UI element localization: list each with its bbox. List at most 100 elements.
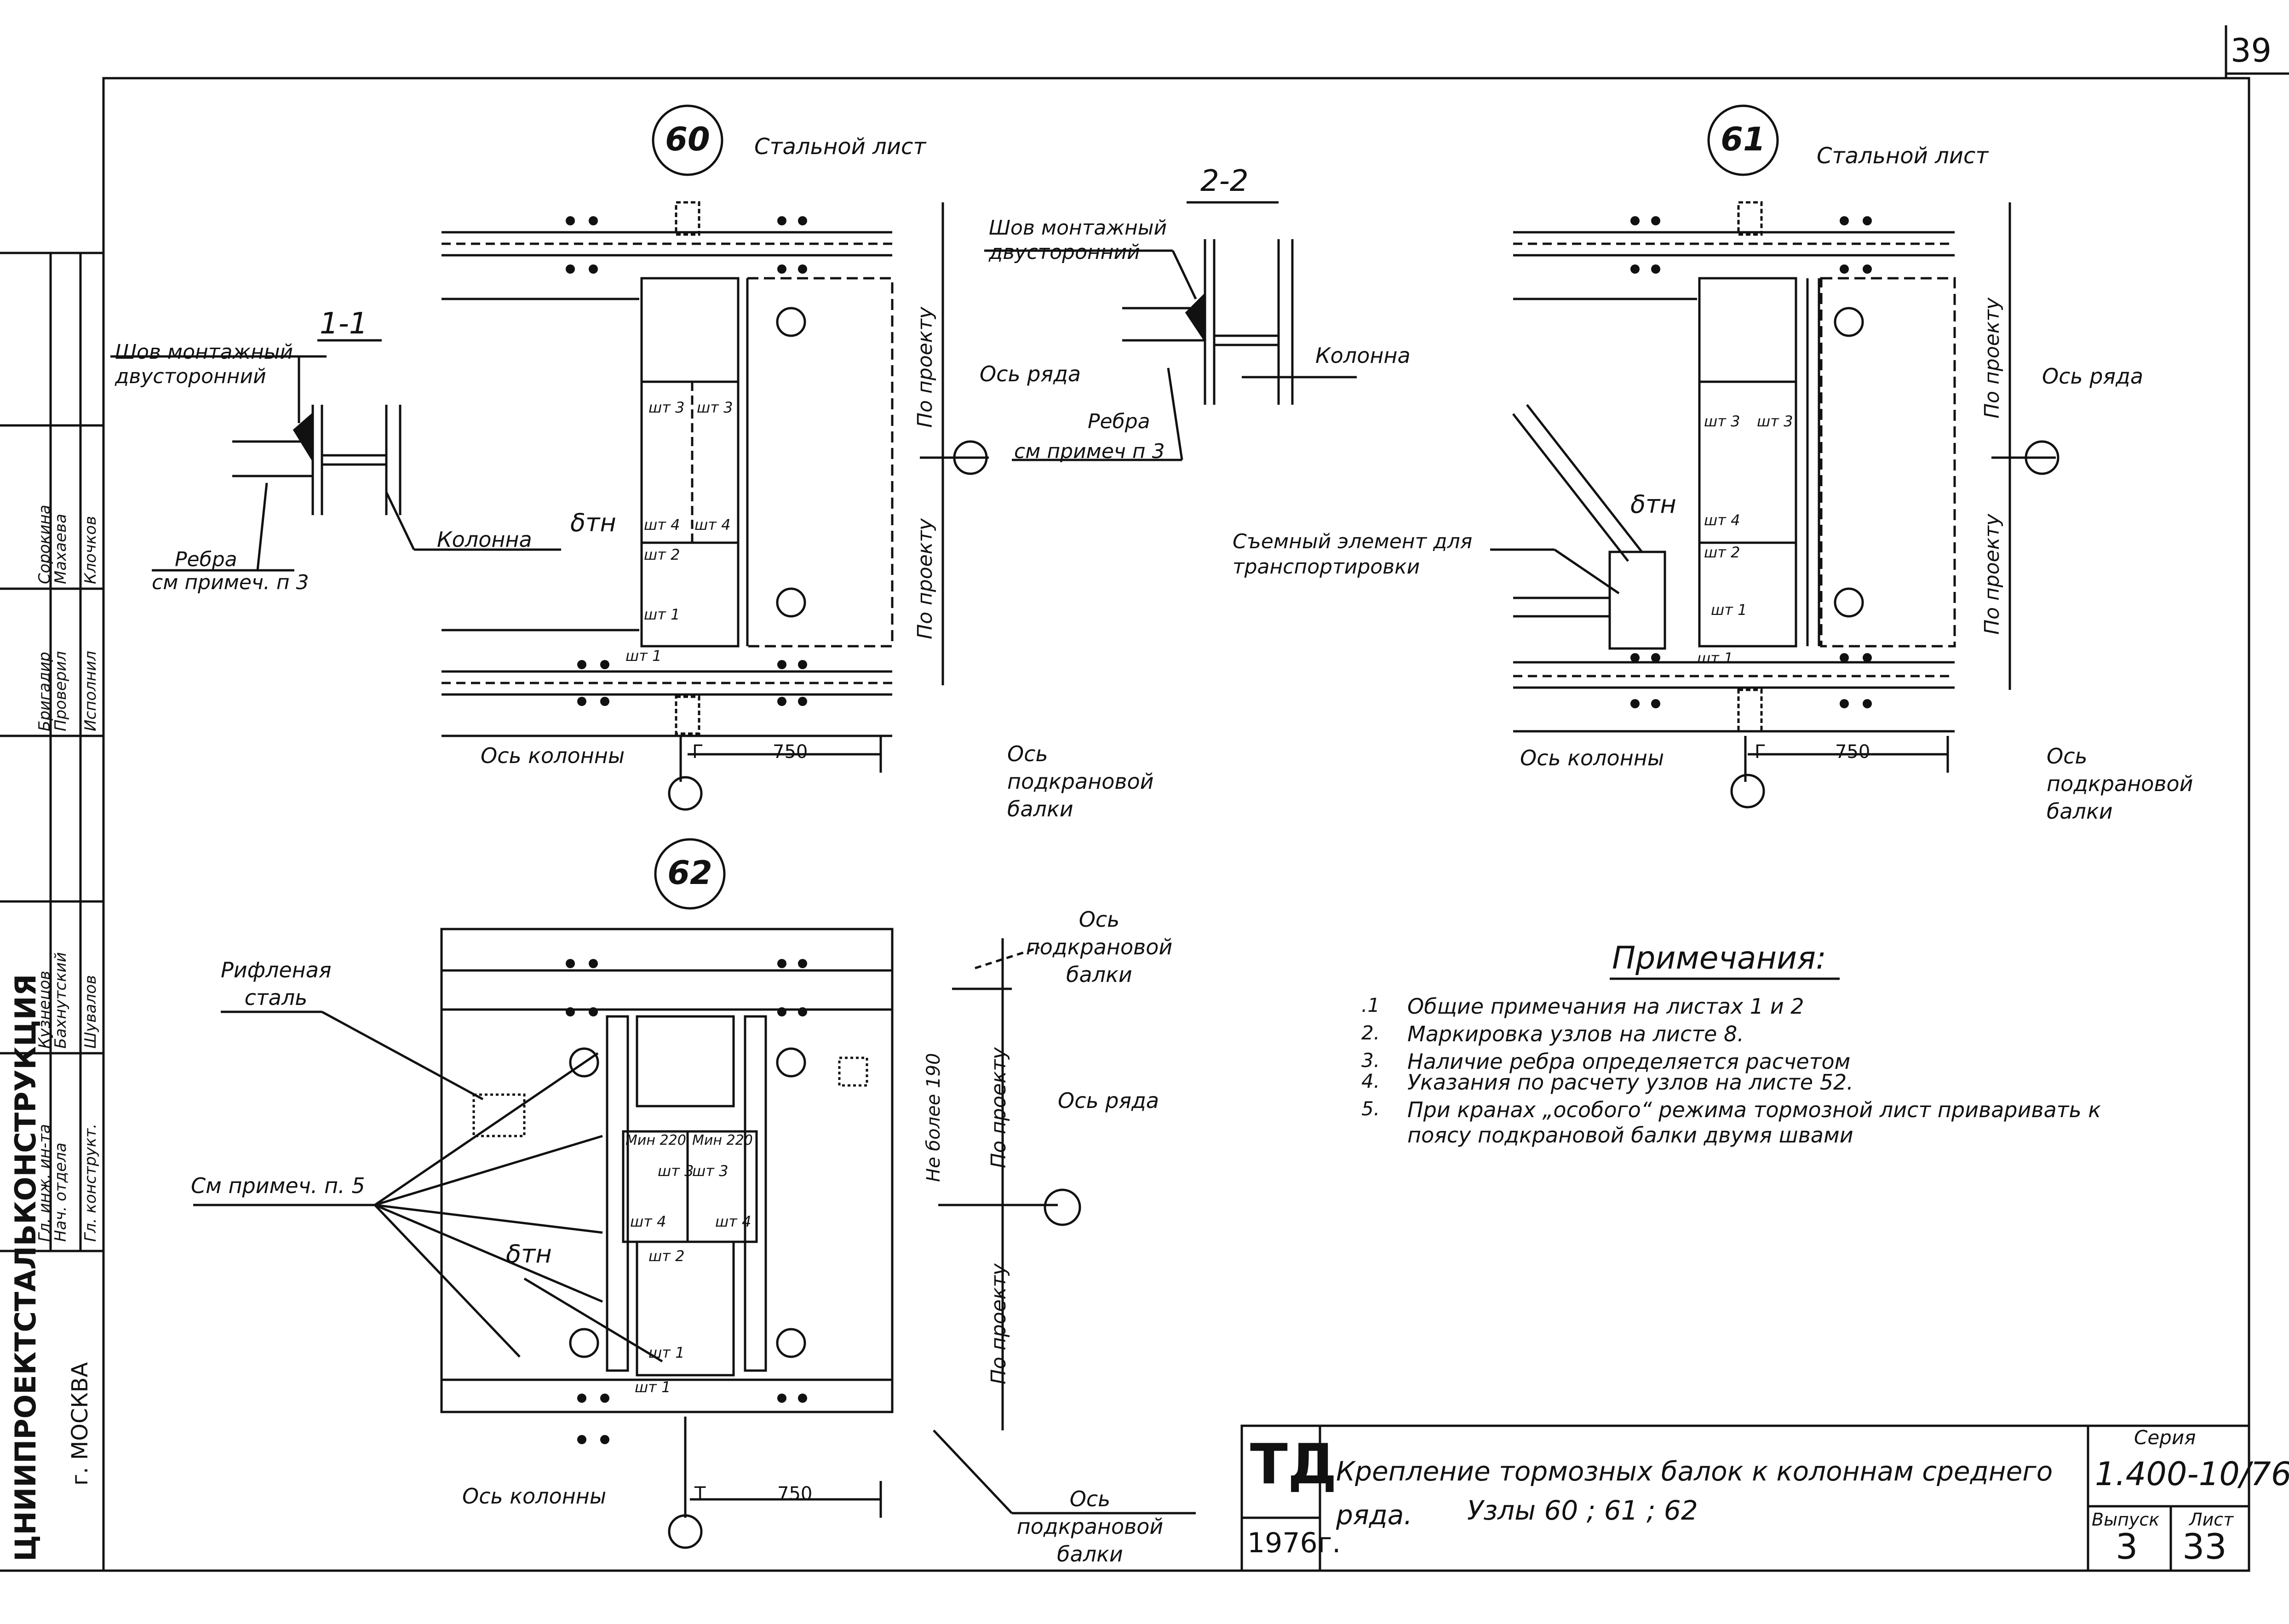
section-1-1-title: 1-1 (320, 307, 368, 341)
node-60-bolts (566, 216, 807, 706)
node-61-removable-label: Съемный элемент для транспортировки (1233, 530, 1473, 579)
node-62-delta-label: δтн (506, 1240, 552, 1268)
sheet-frame (102, 77, 2250, 1572)
node-62-drawing (193, 838, 1196, 1549)
side-stamp-city: г. МОСКВА (67, 1362, 93, 1486)
side-stamp-role-4: Бригадир (35, 652, 54, 731)
node-62-number: 62 (667, 854, 712, 892)
node-62-part-2: Мин 220 (692, 1132, 753, 1148)
title-block-year: 1976г. (1247, 1527, 1341, 1559)
node-62-column-axis-mark: Т (694, 1483, 706, 1504)
node-60-row-axis-label: Ось ряда (980, 362, 1081, 386)
title-block-issue-label: Выпуск (2092, 1509, 2160, 1530)
notes-item-number: 5. (1361, 1097, 1380, 1120)
side-stamp-organization: ЦНИИПРОЕКТСТАЛЬКОНСТРУКЦИЯ (9, 974, 42, 1561)
node-60-column-axis-mark: Г (692, 741, 704, 763)
node-62-girder-axis-top-label: Ось подкрановой балки (1026, 907, 1173, 987)
side-stamp-name-3: Шувалов (81, 975, 100, 1049)
node-61-delta-label: δтн (1630, 490, 1676, 519)
node-60-girder-axis-label: Ось подкрановой балки (1007, 741, 1154, 821)
node-62-corrugated-label: Рифленая сталь (221, 958, 332, 1010)
node-61-column-axis-label: Ось колонны (1520, 746, 1664, 770)
section-2-2-rib-label: Ребра (1088, 410, 1150, 433)
title-block-series-value: 1.400-10/76 (2095, 1455, 2289, 1493)
node-60-part-4: шт 4 (694, 516, 731, 534)
node-62-bolts (566, 959, 807, 1444)
sheet-number: 39 (2231, 32, 2272, 69)
node-62-part-8: шт 1 (648, 1344, 685, 1361)
node-62-part-9: шт 1 (635, 1378, 671, 1396)
side-stamp-name-4: Сорокина (35, 505, 54, 584)
notes-item-number: 2. (1361, 1021, 1380, 1044)
side-stamp-name-6: Клочков (81, 516, 100, 584)
node-62-part-1: Мин 220 (625, 1132, 686, 1148)
node-60-column-axis-label: Ось колонны (481, 743, 625, 768)
node-60-by-project-upper: По проекту (913, 307, 937, 428)
node-60-dimension: 750 (773, 741, 808, 763)
node-61-part-3: шт 4 (1704, 511, 1740, 529)
section-2-2-weld-label: Шов монтажный двусторонний (989, 216, 1167, 264)
node-61-column-axis-mark: Г (1755, 741, 1766, 763)
side-stamp-role-1: Нач. отдела (52, 1142, 70, 1242)
notes-item-number: 4. (1361, 1070, 1380, 1092)
node-61-part-1: шт 3 (1704, 413, 1740, 430)
node-61-drawing (1490, 104, 2060, 809)
section-1-1-drawing (110, 339, 561, 572)
node-61-by-project-lower: По проекту (1980, 514, 2004, 635)
node-60-drawing (442, 104, 989, 811)
notes-item-number: .1 (1361, 994, 1380, 1016)
section-2-2-column-label: Колонна (1315, 343, 1411, 368)
notes-item-number: 3. (1361, 1049, 1380, 1072)
section-2-2-rib-note: см примеч п 3 (1014, 440, 1165, 463)
node-62-part-7: шт 2 (648, 1247, 685, 1265)
node-61-dimension: 750 (1835, 741, 1870, 763)
side-stamp-name-1: Бахнутский (52, 952, 70, 1049)
node-62-part-5: шт 4 (630, 1213, 666, 1230)
node-62-dimension: 750 (777, 1483, 813, 1504)
node-62-column-axis-label: Ось колонны (462, 1484, 607, 1509)
node-61-number: 61 (1721, 121, 1766, 158)
node-61-girder-axis-label: Ось подкрановой балки (2047, 744, 2193, 824)
title-block-issue-value: 3 (2116, 1526, 2138, 1567)
node-62-part-6: шт 4 (715, 1213, 752, 1230)
node-60-part-1: шт 3 (648, 399, 685, 416)
node-61-part-5: шт 1 (1711, 601, 1747, 619)
node-60-part-3: шт 4 (644, 516, 680, 534)
side-stamp-role-2: Гл. инж. ин-та (35, 1124, 54, 1242)
node-61-by-project-upper: По проекту (1980, 298, 2004, 419)
node-60-part-6: шт 1 (644, 606, 680, 623)
side-stamp-role-3: Гл. конструкт. (81, 1123, 100, 1242)
title-block-sheet-label: Лист (2189, 1509, 2234, 1530)
title-block-logo: ТД (1250, 1433, 1337, 1497)
notes-item-text: Общие примечания на листах 1 и 2 (1407, 994, 1804, 1019)
node-60-part-7: шт 1 (625, 647, 662, 665)
node-62-by-project-lower: По проекту (987, 1263, 1010, 1384)
side-stamp-name-2: Кузнецов (35, 970, 54, 1049)
node-61-part-4: шт 2 (1704, 544, 1740, 561)
notes-item-text: Указания по расчету узлов на листе 52. (1407, 1070, 1853, 1095)
node-61-part-2: шт 3 (1757, 413, 1793, 430)
node-62-see-note-label: См примеч. п. 5 (191, 1173, 365, 1198)
title-block-series-label: Серия (2134, 1426, 2196, 1449)
node-61-part-6: шт 1 (1697, 649, 1733, 667)
node-61-steel-sheet-label: Стальной лист (1817, 143, 1989, 169)
notes-item-text: Маркировка узлов на листе 8. (1407, 1021, 1744, 1046)
node-60-part-2: шт 3 (697, 399, 733, 416)
node-60-part-5: шт 2 (644, 546, 680, 563)
side-stamp-name-5: Махаева (52, 514, 70, 584)
title-block-title-nodes: Узлы 60 ; 61 ; 62 (1467, 1495, 1698, 1526)
section-2-2-drawing (984, 201, 1357, 461)
notes-title: Примечания: (1612, 940, 1826, 976)
node-62-by-project-upper: По проекту (987, 1047, 1010, 1168)
title-block-title-line-2: ряда. (1336, 1499, 1412, 1531)
notes-item-text: поясу подкрановой балки двумя швами (1407, 1123, 1853, 1148)
node-62-part-3: шт 3 (658, 1162, 694, 1180)
node-60-delta-label: δтн (570, 508, 616, 537)
section-1-1-rib-note: см примеч. п 3 (152, 571, 309, 594)
section-1-1-weld-label: Шов монтажный двусторонний (115, 340, 293, 388)
node-60-steel-sheet-label: Стальной лист (754, 134, 926, 160)
node-62-row-axis-label: Ось ряда (1058, 1088, 1159, 1113)
side-stamp-role-6: Исполнил (81, 651, 100, 731)
section-1-1-rib-label: Ребра (175, 548, 237, 571)
